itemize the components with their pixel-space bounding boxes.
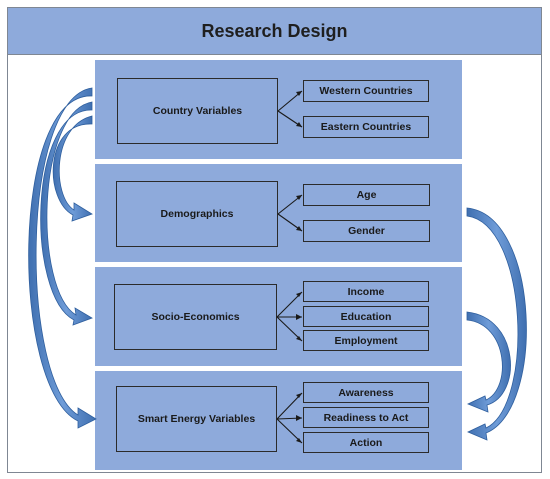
arrowhead bbox=[296, 122, 302, 127]
title-bar: Research Design bbox=[7, 7, 542, 55]
arrowhead bbox=[296, 195, 302, 200]
curved-arrow-demographics-to-smart-energy bbox=[466, 207, 527, 441]
branch-arrowheads bbox=[296, 91, 302, 443]
arrowhead bbox=[296, 314, 302, 320]
arrowhead bbox=[296, 336, 302, 341]
diagram-title: Research Design bbox=[201, 20, 348, 41]
item-western-countries: Western Countries bbox=[303, 80, 429, 102]
branch-line bbox=[276, 291, 303, 318]
arrowhead bbox=[296, 393, 302, 398]
left-curved-arrows bbox=[28, 87, 97, 429]
curved-arrow-to-socio-economics bbox=[40, 101, 93, 326]
arrowhead bbox=[296, 292, 302, 297]
item-age: Age bbox=[303, 184, 430, 206]
item-income: Income bbox=[303, 281, 429, 302]
category-country-variables: Country Variables bbox=[117, 78, 278, 144]
branch-connectors bbox=[276, 90, 303, 444]
curved-arrow-to-smart-energy bbox=[28, 87, 97, 429]
branch-line bbox=[276, 316, 303, 342]
right-curved-arrows bbox=[466, 207, 527, 441]
arrowhead bbox=[296, 415, 302, 421]
curved-arrow-to-demographics bbox=[52, 115, 93, 222]
item-gender: Gender bbox=[303, 220, 430, 242]
item-eastern-countries: Eastern Countries bbox=[303, 116, 429, 138]
item-education: Education bbox=[303, 306, 429, 327]
item-employment: Employment bbox=[303, 330, 429, 351]
branch-line bbox=[276, 418, 303, 444]
arrowhead bbox=[296, 438, 302, 443]
arrowhead bbox=[296, 226, 302, 231]
category-socio-economics: Socio-Economics bbox=[114, 284, 277, 350]
arrowhead bbox=[296, 91, 302, 96]
category-smart-energy-variables: Smart Energy Variables bbox=[116, 386, 277, 452]
panel-country-variables bbox=[95, 60, 462, 159]
item-readiness-to-act: Readiness to Act bbox=[303, 407, 429, 428]
curved-arrow-socio-economics-to-smart-energy bbox=[466, 311, 511, 413]
category-demographics: Demographics bbox=[116, 181, 278, 247]
item-action: Action bbox=[303, 432, 429, 453]
branch-line bbox=[276, 392, 303, 420]
item-awareness: Awareness bbox=[303, 382, 429, 403]
